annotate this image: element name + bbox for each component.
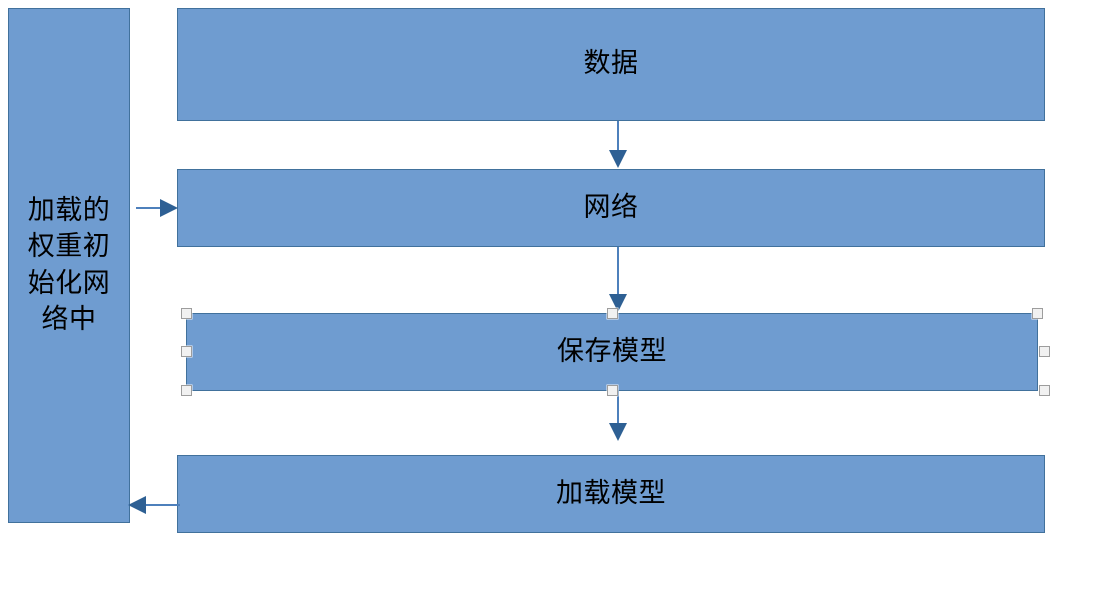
shape-data-label: 数据 xyxy=(583,48,639,80)
shape-save-model[interactable]: 保存模型 xyxy=(186,313,1038,391)
connector-data-to-network-line[interactable] xyxy=(617,121,619,151)
shape-sidebar-label: 加载的权重初始化网络中 xyxy=(27,195,111,335)
arrow-left-icon-load-to-sidebar xyxy=(128,496,146,514)
selection-handle-bottom-right[interactable] xyxy=(1039,385,1050,396)
connector-network-to-save-line[interactable] xyxy=(617,247,619,295)
selection-handle-bottom-center[interactable] xyxy=(607,385,618,396)
selection-handle-middle-left[interactable] xyxy=(181,346,192,357)
selection-handle-middle-right[interactable] xyxy=(1039,346,1050,357)
shape-data[interactable]: 数据 xyxy=(177,8,1045,121)
shape-network-label: 网络 xyxy=(583,191,639,223)
connector-sidebar-to-network-line[interactable] xyxy=(136,207,168,209)
selection-handle-top-left[interactable] xyxy=(181,308,192,319)
shape-sidebar-weights-init[interactable]: 加载的权重初始化网络中 xyxy=(8,8,130,523)
shape-network[interactable]: 网络 xyxy=(177,169,1045,247)
arrow-right-icon-sidebar-to-network xyxy=(160,199,178,217)
shape-load-model-label: 加载模型 xyxy=(556,477,666,509)
arrow-down-icon-save-to-load xyxy=(609,423,627,441)
selection-handle-top-center[interactable] xyxy=(607,308,618,319)
shape-load-model[interactable]: 加载模型 xyxy=(177,455,1045,533)
shape-save-model-label: 保存模型 xyxy=(557,335,667,367)
connector-load-to-sidebar-line[interactable] xyxy=(146,504,180,506)
connector-save-to-load-line[interactable] xyxy=(617,391,619,424)
selection-handle-bottom-left[interactable] xyxy=(181,385,192,396)
selection-handle-top-right[interactable] xyxy=(1032,308,1043,319)
arrow-down-icon-data-to-network xyxy=(609,150,627,168)
arrow-down-icon-network-to-save xyxy=(609,294,627,312)
